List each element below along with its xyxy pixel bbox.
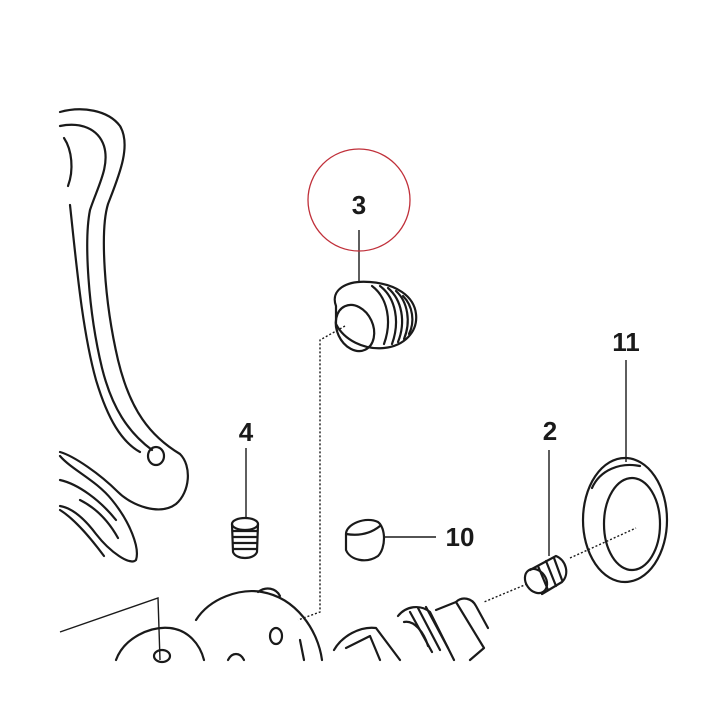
leader-line-11-dotted — [569, 527, 637, 559]
leader-line-3-dotted — [297, 325, 346, 621]
callout-label-2: 2 — [542, 416, 558, 446]
leader-line-2-dotted — [483, 583, 528, 603]
highlight-circle — [307, 148, 411, 252]
leader-lines — [59, 230, 637, 661]
part-2-grub-screw — [523, 554, 568, 596]
part-4-set-screw — [230, 516, 260, 560]
leader-line-bottom-left — [59, 597, 161, 661]
part-3-threaded-plug — [333, 280, 418, 353]
connecting-rod — [58, 108, 189, 563]
part-11-seal-ring — [581, 456, 669, 584]
bottom-assembly — [114, 587, 490, 664]
callout-label-10: 10 — [445, 522, 475, 552]
part-10-key — [344, 518, 386, 562]
callout-label-3: 3 — [351, 190, 367, 220]
callout-label-4: 4 — [238, 417, 254, 447]
callout-label-11: 11 — [612, 327, 640, 357]
